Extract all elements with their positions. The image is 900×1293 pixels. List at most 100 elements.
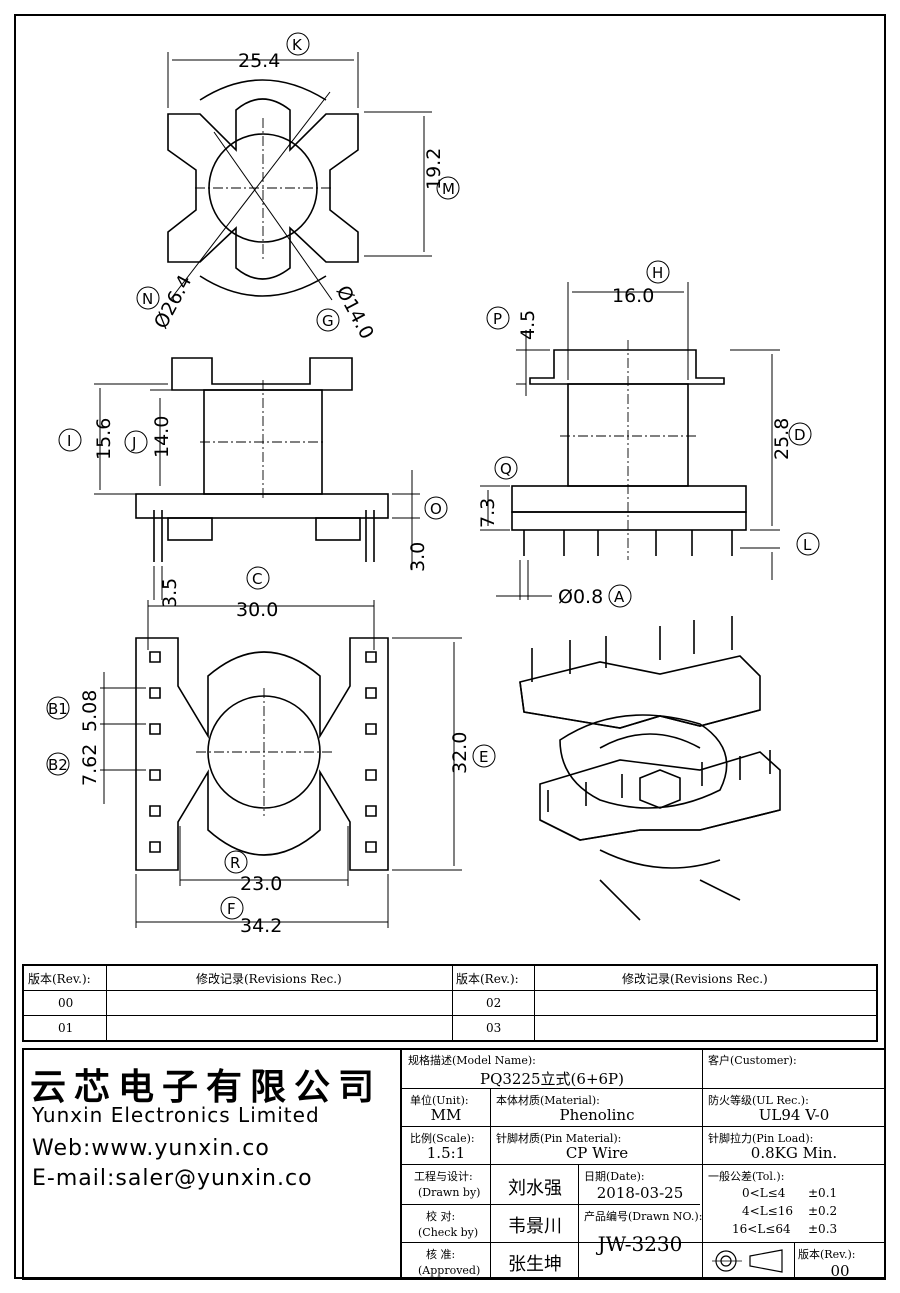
tb-line-4	[402, 1204, 700, 1205]
rec-header-left: 修改记录(Revisions Rec.)	[196, 972, 342, 986]
revisions-border	[22, 964, 878, 1042]
dim-e: 32.0	[449, 732, 471, 774]
date-label: 日期(Date):	[584, 1170, 645, 1183]
dim-g: Ø14.0	[332, 282, 378, 343]
unit-label: 单位(Unit):	[410, 1094, 469, 1107]
company-name-en: Yunxin Electronics Limited	[32, 1103, 320, 1127]
bottom-view	[100, 600, 462, 928]
date-value: 2018-03-25	[596, 1184, 684, 1202]
tb-line-1	[402, 1088, 886, 1089]
tb-line-2	[402, 1126, 886, 1127]
callout-o	[424, 496, 448, 520]
callout-b2	[46, 752, 70, 776]
rev-col-line-3	[534, 964, 535, 1042]
dim-o: 3.0	[407, 542, 429, 572]
drawn-label: 工程与设计:	[414, 1170, 473, 1183]
rev-col-line-2	[452, 964, 453, 1042]
title-block-divider	[400, 1048, 402, 1280]
material-label: 本体材质(Material):	[496, 1094, 600, 1107]
callout-a	[608, 584, 632, 608]
callout-i-label: I	[67, 432, 71, 450]
unit-value: MM	[430, 1106, 462, 1124]
tol-range-2: 4<L≤16	[742, 1204, 793, 1218]
rev-header-right: 版本(Rev.):	[456, 972, 519, 986]
approved-value: 张生坤	[508, 1254, 562, 1275]
callout-f	[220, 896, 244, 920]
customer-label: 客户(Customer):	[708, 1054, 797, 1067]
callout-h-label: H	[652, 264, 663, 282]
tol-value-1: ±0.1	[808, 1186, 838, 1200]
tb-line-5	[402, 1242, 886, 1243]
callout-b1-label: B1	[48, 700, 68, 718]
dim-m: 19.2	[423, 148, 445, 190]
callout-p	[486, 306, 510, 330]
callout-c	[246, 566, 270, 590]
drawn-value: 刘水强	[508, 1178, 562, 1199]
rev-header-left: 版本(Rev.):	[28, 972, 91, 986]
callout-r-label: R	[230, 854, 240, 872]
rev-row-02: 02	[486, 996, 502, 1010]
tol-range-3: 16<L≤64	[732, 1222, 791, 1236]
check-label-en: (Check by)	[418, 1226, 479, 1239]
model-label: 规格描述(Model Name):	[408, 1054, 536, 1067]
dim-q: 7.3	[477, 498, 499, 528]
dim-d: 25.8	[771, 418, 793, 460]
callout-f-label: F	[227, 900, 236, 918]
isometric-view	[519, 616, 781, 921]
callout-k-label: K	[292, 36, 303, 54]
callout-g-label: G	[322, 312, 334, 330]
side-view	[480, 282, 780, 600]
pin-load-label: 针脚拉力(Pin Load):	[708, 1132, 814, 1145]
dim-n: Ø26.4	[150, 271, 196, 332]
callout-e	[472, 744, 496, 768]
rev-col-line-1	[106, 964, 107, 1042]
dim-f: 34.2	[240, 915, 282, 937]
tol-value-2: ±0.2	[808, 1204, 838, 1218]
callout-r	[224, 850, 248, 874]
tb-vline-d	[794, 1242, 795, 1280]
rev-row-01: 01	[58, 1021, 74, 1035]
rev-row-line-2	[22, 1015, 878, 1016]
pin-material-value: CP Wire	[565, 1144, 629, 1162]
drawn-no-label: 产品编号(Drawn NO.):	[584, 1210, 703, 1223]
callout-p-label: P	[493, 310, 502, 328]
dim-p: 4.5	[517, 310, 539, 340]
dim-j: 14.0	[151, 416, 173, 458]
scale-label: 比例(Scale):	[410, 1132, 475, 1145]
callout-o-label: O	[430, 500, 442, 518]
tb-vline-b	[490, 1164, 491, 1280]
callout-e-label: E	[479, 748, 488, 766]
company-name-cn: 云芯电子有限公司	[30, 1067, 383, 1108]
drawn-label-en: (Drawn by)	[418, 1186, 481, 1199]
callout-k	[286, 32, 310, 56]
callout-q	[494, 456, 518, 480]
approved-label: 核 准:	[426, 1248, 456, 1261]
rev-row-00: 00	[58, 996, 74, 1010]
rev-row-03: 03	[486, 1021, 502, 1035]
callout-m-label: M	[442, 180, 455, 198]
callout-b1	[46, 696, 70, 720]
dim-b1: 5.08	[79, 690, 101, 732]
dim-c-offset: 3.5	[159, 578, 181, 608]
ul-value: UL94 V-0	[758, 1106, 830, 1124]
pin-material-label: 针脚材质(Pin Material):	[496, 1132, 622, 1145]
check-value: 韦景川	[508, 1216, 562, 1237]
callout-h	[646, 260, 670, 284]
callout-n	[136, 286, 160, 310]
callout-c-label: C	[252, 570, 262, 588]
rev-label: 版本(Rev.):	[798, 1248, 856, 1261]
dim-c: 30.0	[236, 599, 278, 621]
company-web: Web:www.yunxin.co	[32, 1136, 270, 1161]
ul-label: 防火等级(UL Rec.):	[708, 1094, 809, 1107]
drawn-no-value: JW-3230	[597, 1232, 683, 1256]
callout-b2-label: B2	[48, 756, 68, 774]
callout-g	[316, 308, 340, 332]
callout-j-label: J	[131, 434, 136, 452]
dim-b2: 7.62	[79, 744, 101, 786]
callout-i	[58, 428, 82, 452]
model-value: PQ3225立式(6+6P)	[479, 1070, 625, 1088]
callout-d	[788, 422, 812, 446]
projection-symbol-icon	[712, 1249, 783, 1273]
tb-vline-a	[490, 1088, 491, 1164]
